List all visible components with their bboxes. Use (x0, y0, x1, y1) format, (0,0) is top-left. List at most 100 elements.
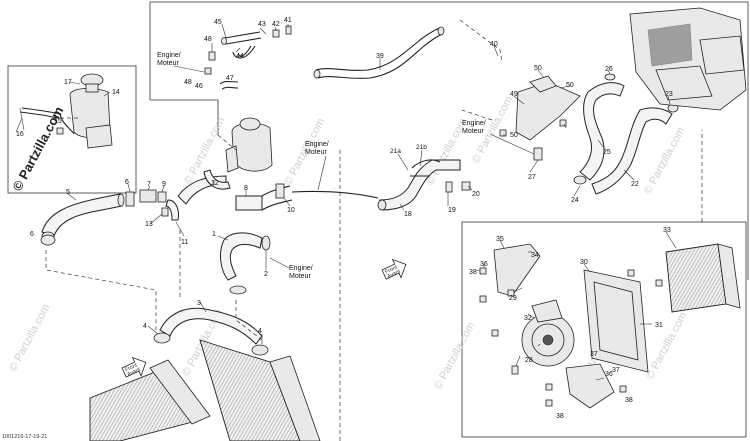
callout-47: 47 (226, 75, 234, 82)
front-arrow-1: Front Avant (381, 258, 407, 280)
engine-label-1a: Engine/ (157, 52, 181, 59)
callout-48a: 48 (204, 36, 212, 43)
callout-6a: 6 (125, 179, 129, 186)
callout-9: 9 (162, 181, 166, 188)
engine-label-4b: Moteur (462, 128, 484, 135)
callout-37a: 37 (590, 351, 598, 358)
callout-31: 31 (655, 322, 663, 329)
callout-22: 22 (631, 181, 639, 188)
engine-label-3b: Moteur (289, 273, 311, 280)
callout-19: 19 (448, 207, 456, 214)
callout-33: 33 (663, 227, 671, 234)
callout-24: 24 (571, 197, 579, 204)
callout-12: 12 (211, 180, 219, 187)
callout-17: 17 (64, 79, 72, 86)
callout-50b: 50 (566, 82, 574, 89)
front-arrows: Front Avant Front Avant (121, 258, 407, 378)
callout-6b: 6 (30, 231, 34, 238)
callout-27: 27 (528, 174, 536, 181)
callout-36a: 36 (480, 261, 488, 268)
callout-5: 5 (66, 189, 70, 196)
callout-14: 14 (112, 89, 120, 96)
center-reservoir (225, 117, 273, 173)
hose-39 (313, 26, 445, 79)
callout-29: 29 (509, 295, 517, 302)
callout-49: 49 (510, 91, 518, 98)
callout-44: 44 (236, 53, 244, 60)
callout-1: 1 (212, 231, 216, 238)
callout-15: 15 (54, 118, 62, 125)
front-arrow-2: Front Avant (121, 356, 147, 378)
callout-8: 8 (244, 185, 248, 192)
callout-23: 23 (665, 91, 673, 98)
front-arrow-1-line1: Front (384, 264, 399, 275)
engine-label-2a: Engine/ (305, 141, 329, 148)
callout-35: 35 (496, 236, 504, 243)
callout-45: 45 (214, 19, 222, 26)
shroud-49 (499, 75, 581, 141)
engine-label-4a: Engine/ (462, 120, 486, 127)
callout-13: 13 (145, 221, 153, 228)
hose-1 (220, 232, 271, 295)
callout-10: 10 (287, 207, 295, 214)
engine-label-1b: Moteur (157, 60, 179, 67)
callout-3: 3 (197, 300, 201, 307)
callout-7: 7 (147, 181, 151, 188)
callout-43: 43 (258, 21, 266, 28)
engine-label-2b: Moteur (305, 149, 327, 156)
watermark-6: © Partzilla.com (432, 320, 477, 391)
engine-block (629, 7, 747, 111)
callout-38a: 38 (469, 269, 477, 276)
callout-41: 41 (284, 17, 292, 24)
drawing-stamp: 1001216-17-19-21 (2, 434, 47, 440)
callout-32: 32 (524, 315, 532, 322)
callout-46: 46 (195, 83, 203, 90)
callout-40: 40 (490, 41, 498, 48)
callout-38b: 38 (556, 413, 564, 420)
callout-26: 26 (605, 66, 613, 73)
watermark-8: © Partzilla.com (642, 125, 687, 196)
hose-18 (377, 159, 471, 211)
engine-labels: Engine/ Moteur Engine/ Moteur Engine/ Mo… (157, 52, 535, 280)
callout-37b: 37 (612, 367, 620, 374)
callout-16: 16 (16, 131, 24, 138)
callout-21a: 21a (390, 148, 401, 155)
engine-label-3a: Engine/ (289, 265, 313, 272)
front-arrow-2-line1: Front (124, 362, 139, 373)
callout-42: 42 (272, 21, 280, 28)
hose-3 (153, 307, 269, 356)
callouts: 1 2 3 4 4 5 6 6 7 8 9 10 11 12 13 14 15 … (16, 17, 673, 420)
callout-21b: 21b (416, 144, 427, 151)
hoses-right (533, 73, 679, 195)
hose-5 (41, 193, 125, 241)
callout-4b: 4 (258, 328, 262, 335)
callout-50a: 50 (534, 65, 542, 72)
callout-50c: 50 (510, 132, 518, 139)
callout-36b: 36 (605, 371, 613, 378)
callout-11: 11 (181, 239, 188, 246)
callout-2: 2 (264, 271, 268, 278)
connection-lines (45, 109, 493, 441)
fan-assembly (479, 243, 741, 409)
leader-lines (15, 23, 677, 381)
callout-18: 18 (404, 211, 412, 218)
callout-48b: 48 (184, 79, 192, 86)
watermark-9: © Partzilla.com (644, 310, 689, 381)
callout-39: 39 (376, 53, 384, 60)
inset-reservoir (19, 73, 113, 149)
callout-20: 20 (472, 191, 480, 198)
callout-4a: 4 (143, 323, 147, 330)
front-arrow-2-line2: Avant (126, 366, 142, 378)
callout-34: 34 (531, 252, 539, 259)
hoses-12-10 (203, 169, 379, 211)
callout-28: 28 (525, 357, 533, 364)
frames (7, 1, 749, 438)
watermark-1: © Partzilla.com (7, 302, 52, 373)
upper-small-hoses (204, 25, 292, 90)
callout-25: 25 (603, 149, 611, 156)
callout-30: 30 (580, 259, 588, 266)
callout-38c: 38 (625, 397, 633, 404)
radiator-left (89, 339, 321, 441)
front-arrow-1-line2: Avant (386, 268, 402, 280)
